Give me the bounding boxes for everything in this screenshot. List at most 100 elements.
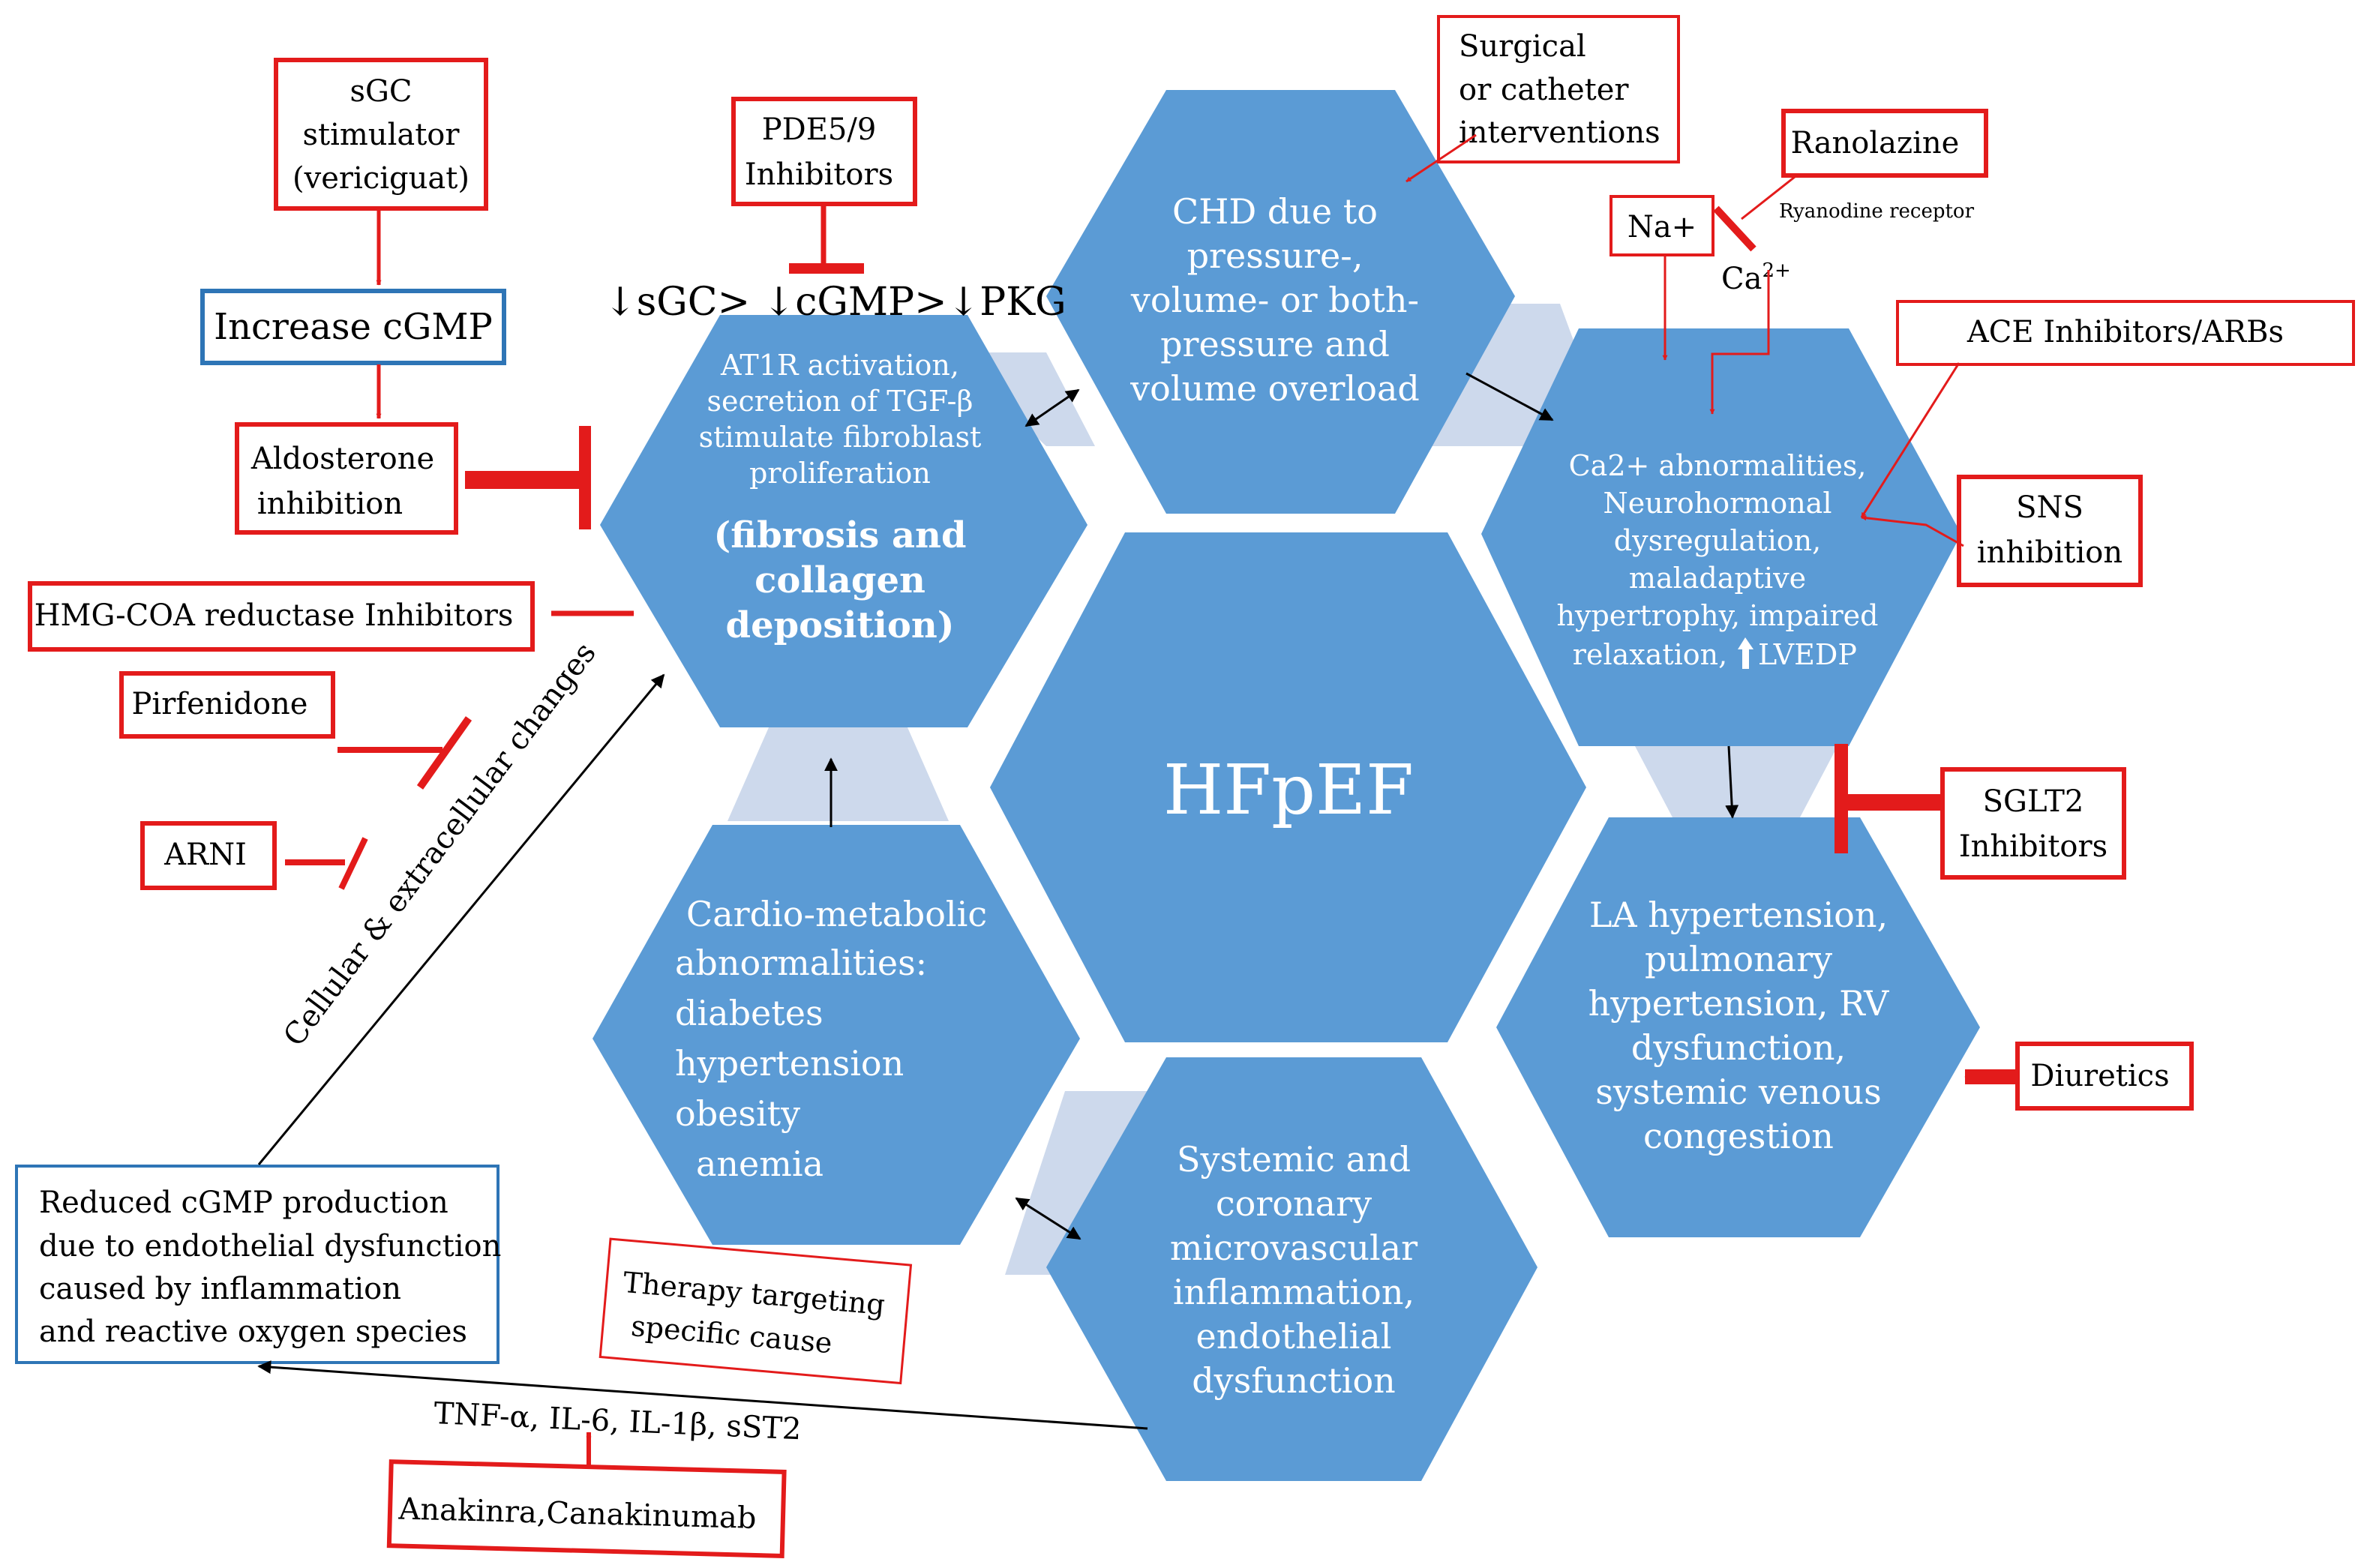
la-line: hypertension, RV [1588,983,1889,1024]
surgical-line: or catheter [1459,73,1629,107]
ca-line: Ca2+ abnormalities, [1569,449,1867,482]
systemic-line: endothelial [1196,1316,1392,1357]
hmg-coa-box: HMG-COA reductase Inhibitors [28,581,535,652]
fibrosis-bold-line: deposition) [726,604,955,646]
fibrosis-chd-double-arrow [1024,388,1080,427]
ca-line: dysregulation, [1614,524,1821,557]
chd-line: CHD due to [1172,191,1378,232]
fibrosis-bold-line: collagen [754,559,926,601]
cardiometabolic-line: anemia [696,1144,824,1184]
ace-to-ca-arrow [1860,362,1960,518]
pde-box: PDE5/9 Inhibitors [731,97,917,206]
ace-label: ACE Inhibitors/ARBs [1966,315,2284,349]
pirfenidone-inhibition-bar [338,716,472,790]
la-text: LA hypertension, pulmonary hypertension,… [1588,895,1889,1156]
sglt2-line: SGLT2 [1983,784,2084,819]
ca-line-relaxation: relaxation, [1573,638,1727,671]
sns-box: SNS inhibition [1957,475,2143,587]
fibrosis-line: AT1R activation, [720,349,959,382]
arni-label: ARNI [164,838,247,872]
hexagon-la [1496,817,1980,1237]
la-line: systemic venous [1595,1072,1881,1112]
hexagon-systemic [1046,1057,1538,1481]
reduced-line: caused by inflammation [39,1272,401,1306]
cardio-systemic-double-arrow [1015,1197,1082,1240]
cardiometabolic-line: abnormalities: [675,943,927,983]
la-line: dysfunction, [1631,1027,1846,1068]
sglt2-box: SGLT2 Inhibitors [1940,767,2126,880]
fibrosis-line: secretion of TGF-β [707,385,974,418]
reduced-line: due to endothelial dysfunction [39,1229,501,1264]
ca-line: hypertrophy, impaired [1557,599,1879,632]
la-line: pulmonary [1645,939,1832,979]
reduced-to-fibrosis-arrow [257,673,665,1165]
sns-to-ca-arrow [1861,515,1964,547]
chd-line: pressure-, [1187,235,1364,276]
pde-inhibition-bar [789,206,864,274]
surgical-box: Surgical or catheter interventions [1437,15,1680,163]
anakinra-box: Anakinra,Canakinumab [386,1459,787,1558]
reduced-cgmp-box: Reduced cGMP production due to endotheli… [15,1165,501,1364]
hexagon-ca [1481,328,1961,746]
pathway-text: ↓sGC> ↓cGMP>↓PKG [604,280,1066,325]
ca-line: Neurohormonal [1604,487,1832,520]
cardiometabolic-line: obesity [675,1093,800,1134]
ace-box: ACE Inhibitors/ARBs [1896,300,2355,366]
cytokines-label: TNF-α, IL-6, IL-1β, sST2 [434,1396,802,1447]
systemic-line: inflammation, [1173,1272,1414,1312]
ranolazine-to-na-line [1741,172,1799,220]
fibrosis-line: stimulate fibroblast [699,421,982,454]
arni-box: ARNI [140,821,277,890]
aldosterone-line: Aldosterone [250,442,434,476]
ca-line: maladaptive [1629,562,1806,595]
chd-line: volume overload [1130,368,1420,409]
ranolazine-box: Ranolazine [1781,109,1988,178]
pde-line: Inhibitors [745,157,893,192]
ca-text: Ca2+ abnormalities, Neurohormonal dysreg… [1557,449,1879,671]
surgical-line: Surgical [1459,29,1586,64]
diuretics-box: Diuretics [2015,1042,2194,1111]
na-label: Na+ [1628,210,1696,244]
hexagon-hfpef [990,532,1586,1042]
aldosterone-box: Aldosterone inhibition [235,422,458,535]
pirfenidone-box: Pirfenidone [119,671,335,739]
sgc-stimulator-box: sGC stimulator (vericiguat) [274,58,488,211]
chd-line: pressure and [1160,324,1390,364]
pde-line: PDE5/9 [762,112,877,147]
hexagon-cardiometabolic [592,825,1080,1245]
sgc-box-line: (vericiguat) [292,161,470,196]
connector-fibrosis-cardio [728,727,949,821]
hexagon-chd [1046,90,1515,514]
la-line: congestion [1643,1116,1834,1156]
increase-cgmp-box: Increase cGMP [200,289,506,365]
fibrosis-line: proliferation [749,457,931,490]
sglt2-inhibition-bar [1834,744,1941,853]
cardiometabolic-line: hypertension [675,1043,904,1084]
chd-text: CHD due to pressure-, volume- or both- p… [1130,191,1420,409]
systemic-line: coronary [1216,1183,1372,1224]
hmg-coa-label: HMG-COA reductase Inhibitors [34,598,514,633]
hexagon-fibrosis [600,315,1088,727]
diuretics-label: Diuretics [2030,1059,2169,1093]
chd-line: volume- or both- [1130,280,1419,320]
systemic-line: Systemic and [1177,1139,1411,1180]
cardiometabolic-line: Cardio-metabolic [686,894,987,934]
sns-line: inhibition [1977,535,2122,570]
up-arrow-icon [1738,637,1754,669]
aldosterone-line: inhibition [257,487,403,521]
ca2-label: Ca2+ [1721,259,1791,296]
cardiometabolic-text: Cardio-metabolic abnormalities: diabetes… [675,894,987,1184]
ca-to-la-arrow [1725,745,1739,819]
fibrosis-text: AT1R activation, secretion of TGF-β stim… [699,349,982,646]
systemic-text: Systemic and coronary microvascular infl… [1170,1139,1418,1401]
pirfenidone-label: Pirfenidone [132,687,308,721]
ranolazine-label: Ranolazine [1791,126,1960,160]
chd-to-ca-arrow [1466,372,1554,421]
ranolazine-inhibition-bar [1713,205,1756,252]
systemic-line: dysfunction [1192,1360,1396,1401]
connector-ca-la [1635,746,1838,817]
surgical-to-chd-arrow [1406,133,1477,183]
na-box: Na+ [1610,195,1714,256]
sns-line: SNS [2016,490,2084,525]
